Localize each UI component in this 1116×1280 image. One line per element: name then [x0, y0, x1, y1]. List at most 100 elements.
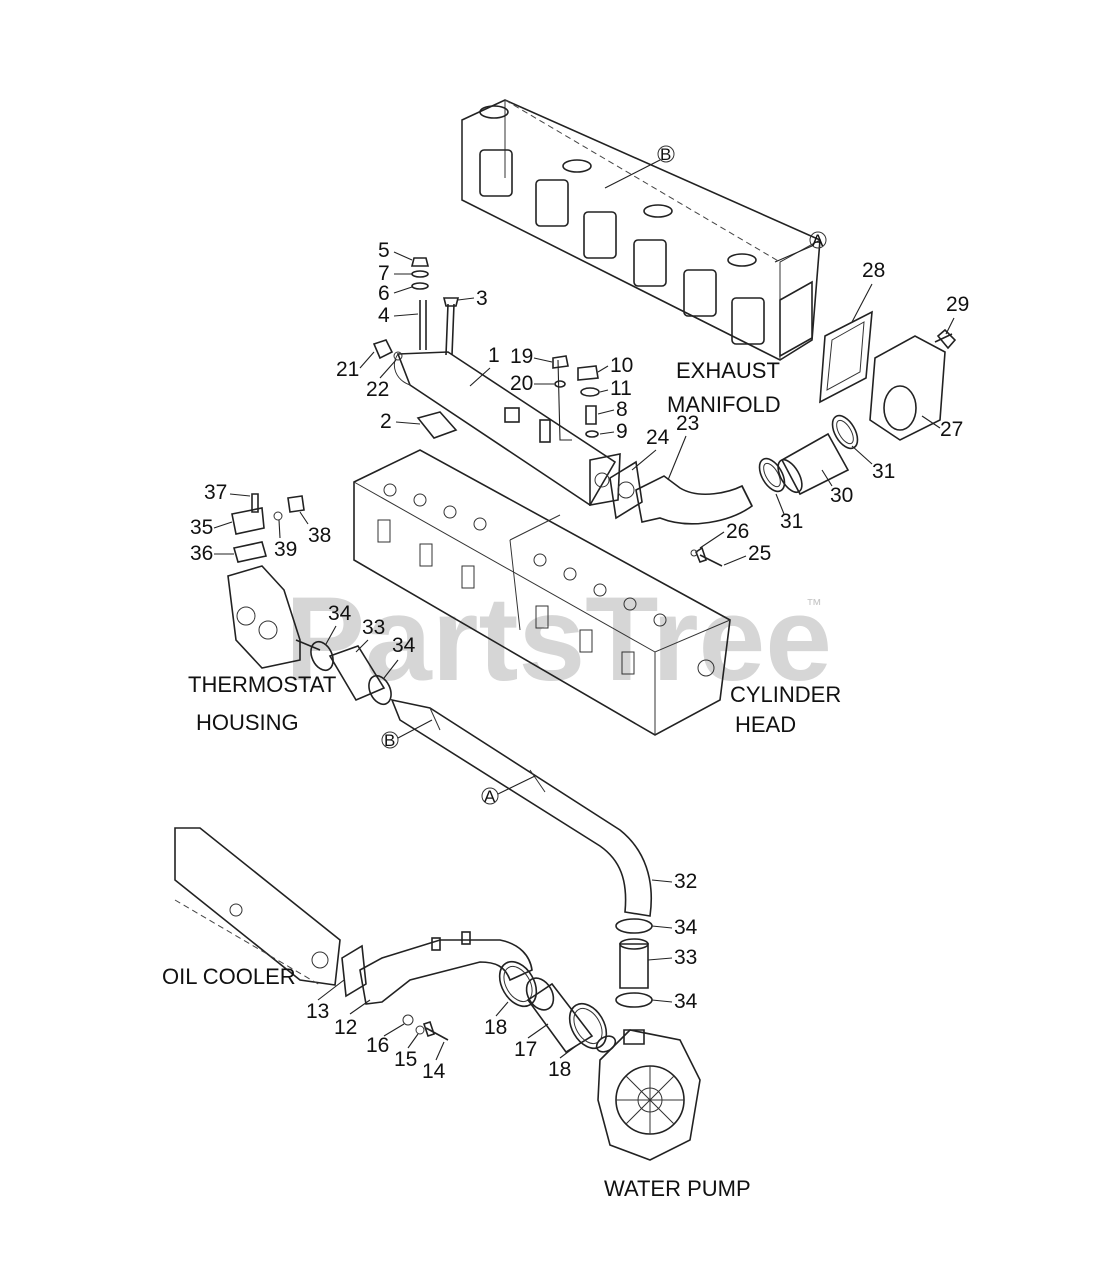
- hose-30: [777, 432, 850, 496]
- callout-3: 3: [457, 287, 488, 310]
- svg-text:15: 15: [394, 1048, 417, 1071]
- callout-22: 22: [366, 359, 397, 401]
- svg-text:14: 14: [422, 1060, 446, 1083]
- callout-15: 15: [394, 1033, 419, 1071]
- callout-33b: 33: [647, 946, 697, 969]
- caption-exhaust: EXHAUST: [676, 358, 780, 383]
- caption-housing: HOUSING: [196, 710, 299, 735]
- stud-4: [419, 300, 427, 350]
- callout-39: 39: [274, 519, 297, 561]
- callout-6: 6: [378, 282, 413, 305]
- svg-text:6: 6: [378, 282, 390, 305]
- svg-text:38: 38: [308, 524, 331, 547]
- callout-34b: 34: [383, 634, 416, 679]
- callout-32: 32: [651, 870, 697, 893]
- callout-29: 29: [945, 293, 969, 335]
- callout-18b: 18: [548, 1045, 577, 1081]
- svg-text:28: 28: [862, 259, 885, 282]
- callout-26: 26: [699, 520, 749, 549]
- bolt-25: [695, 546, 723, 567]
- svg-text:B: B: [384, 731, 395, 750]
- exhaust-manifold: [461, 99, 821, 361]
- callout-9: 9: [599, 420, 628, 443]
- svg-text:9: 9: [616, 420, 628, 443]
- washer-9: [585, 430, 599, 438]
- callout-25: 25: [723, 542, 771, 566]
- svg-text:39: 39: [274, 538, 297, 561]
- svg-text:16: 16: [366, 1034, 389, 1057]
- callout-34a: 34: [325, 602, 352, 645]
- callout-30: 30: [821, 469, 853, 507]
- caption-water-pump: WATER PUMP: [604, 1176, 751, 1201]
- svg-text:18: 18: [484, 1016, 507, 1039]
- watermark: PartsTree: [285, 572, 832, 706]
- svg-text:29: 29: [946, 293, 969, 316]
- svg-text:3: 3: [476, 287, 488, 310]
- callout-19: 19: [510, 345, 553, 368]
- callout-18a: 18: [484, 1001, 509, 1039]
- callout-35: 35: [190, 516, 233, 539]
- svg-text:1: 1: [488, 344, 500, 367]
- clamp-34a: [310, 640, 334, 672]
- oil-cooler: [174, 827, 341, 986]
- washer-39: [273, 511, 283, 521]
- ref-b-pipe: B: [381, 719, 433, 750]
- callout-31b: 31: [851, 445, 895, 483]
- water-pump: [595, 1029, 701, 1161]
- callout-38: 38: [299, 511, 331, 547]
- svg-text:5: 5: [378, 239, 390, 262]
- ref-b-top: B: [604, 145, 675, 189]
- caption-thermostat: THERMOSTAT: [188, 672, 336, 697]
- svg-text:4: 4: [378, 304, 390, 327]
- water-manifold: [394, 351, 621, 507]
- hose-17: [525, 977, 594, 1054]
- clamp-34c: [615, 918, 653, 934]
- svg-text:11: 11: [610, 377, 632, 400]
- callout-37: 37: [204, 481, 251, 504]
- svg-text:34: 34: [392, 634, 416, 657]
- svg-text:25: 25: [748, 542, 771, 565]
- svg-text:B: B: [660, 145, 671, 164]
- bolt-29: [934, 328, 957, 350]
- svg-text:26: 26: [726, 520, 749, 543]
- clamp-31b: [831, 414, 859, 450]
- nut-10: [577, 365, 599, 381]
- callout-11: 11: [599, 377, 632, 400]
- callout-8: 8: [597, 398, 628, 421]
- cylinder-head: [353, 449, 731, 736]
- svg-text:A: A: [484, 787, 496, 806]
- washer-11: [580, 387, 600, 397]
- water-pipe-32: [390, 698, 652, 917]
- svg-text:24: 24: [646, 426, 670, 449]
- svg-text:31: 31: [780, 510, 803, 533]
- exhaust-elbow: [869, 335, 946, 441]
- svg-text:34: 34: [328, 602, 352, 625]
- callout-16: 16: [366, 1023, 405, 1057]
- ref-a-pipe: A: [481, 775, 536, 806]
- washer-15: [415, 1025, 425, 1035]
- svg-text:19: 19: [510, 345, 533, 368]
- clamp-34d: [615, 992, 653, 1008]
- callout-20: 20: [510, 372, 554, 395]
- svg-text:33: 33: [362, 616, 385, 639]
- callout-14: 14: [422, 1041, 446, 1083]
- svg-text:2: 2: [380, 410, 392, 433]
- svg-text:23: 23: [676, 412, 699, 435]
- watermark-trademark: ™: [806, 597, 822, 614]
- bolt-8: [585, 405, 597, 425]
- hose-33b: [619, 938, 649, 989]
- bolt-14: [422, 1020, 449, 1041]
- svg-text:22: 22: [366, 378, 389, 401]
- svg-text:36: 36: [190, 542, 213, 565]
- callout-5: 5: [378, 239, 413, 262]
- callout-28: 28: [851, 259, 885, 323]
- callout-34c: 34: [651, 916, 698, 939]
- gasket-13: [341, 944, 367, 998]
- callout-7: 7: [378, 262, 412, 285]
- callout-17: 17: [514, 1023, 549, 1061]
- svg-text:7: 7: [378, 262, 390, 285]
- svg-text:A: A: [812, 231, 824, 250]
- gasket-24: [609, 460, 643, 520]
- callout-13: 13: [306, 979, 345, 1023]
